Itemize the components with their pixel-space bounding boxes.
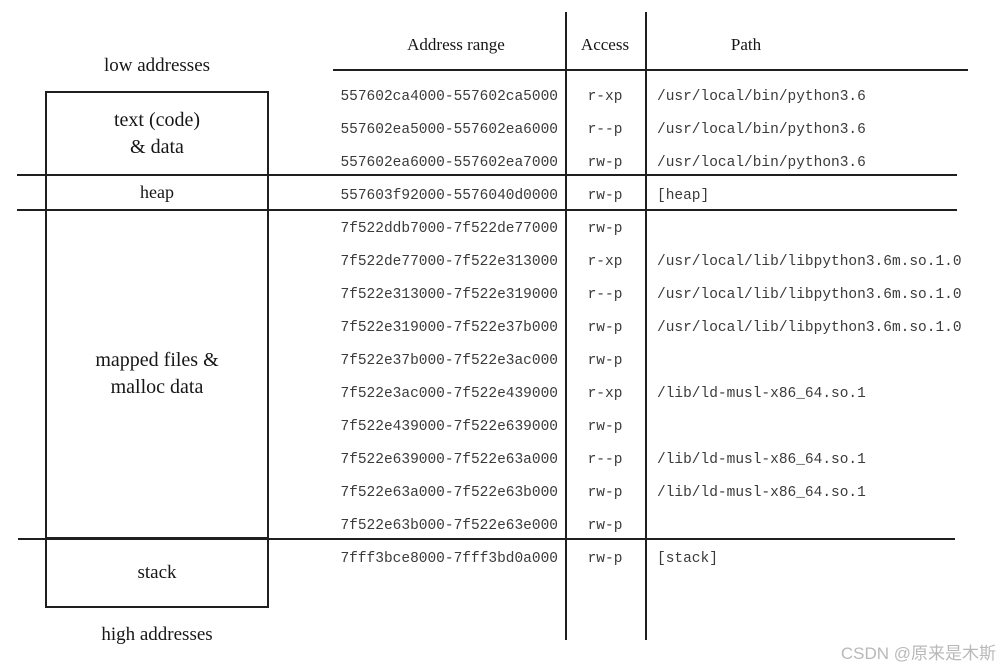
address-range-cell: 7f522e37b000-7f522e3ac000 bbox=[340, 352, 558, 369]
address-range-cell: 7f522e639000-7f522e63a000 bbox=[340, 451, 558, 468]
heap-top-separator-line bbox=[17, 174, 957, 176]
path-cell: /usr/local/lib/libpython3.6m.so.1.0 bbox=[657, 253, 962, 270]
stack-top-separator-line bbox=[18, 538, 955, 540]
mapped-region-line2: malloc data bbox=[110, 376, 204, 398]
address-range-cell: 7fff3bce8000-7fff3bd0a000 bbox=[340, 550, 558, 567]
path-cell: /lib/ld-musl-x86_64.so.1 bbox=[657, 484, 866, 501]
address-range-cell: 557602ea5000-557602ea6000 bbox=[340, 121, 558, 138]
access-cell: rw-p bbox=[587, 154, 623, 171]
path-cell: /lib/ld-musl-x86_64.so.1 bbox=[657, 451, 866, 468]
table-row: 7f522e313000-7f522e319000 r--p/usr/local/… bbox=[333, 278, 968, 311]
heap-box: heap bbox=[45, 175, 269, 210]
text-region-line2: & data bbox=[130, 135, 184, 158]
header-underline bbox=[333, 69, 968, 71]
access-cell: r--p bbox=[587, 286, 623, 303]
text-code-data-label: text (code) & data bbox=[114, 107, 200, 161]
mapped-files-malloc-label: mapped files & malloc data bbox=[95, 347, 218, 401]
address-range-cell: 7f522e3ac000-7f522e439000 bbox=[340, 385, 558, 402]
stack-box: stack bbox=[45, 538, 269, 608]
access-cell: rw-p bbox=[587, 220, 623, 237]
column-divider-address-access bbox=[565, 12, 567, 640]
address-range-cell: 557603f92000-5576040d0000 bbox=[340, 187, 558, 204]
table-row: 7f522e3ac000-7f522e439000 r-xp/lib/ld-mus… bbox=[333, 377, 968, 410]
address-range-cell: 7f522de77000-7f522e313000 bbox=[340, 253, 558, 270]
table-row: 7fff3bce8000-7fff3bd0a000 rw-p [stack] bbox=[333, 542, 968, 575]
path-cell: [heap] bbox=[657, 187, 710, 204]
high-addresses-label: high addresses bbox=[101, 624, 213, 645]
path-cell: /usr/local/lib/libpython3.6m.so.1.0 bbox=[657, 286, 962, 303]
address-range-cell: 7f522e439000-7f522e639000 bbox=[340, 418, 558, 435]
access-cell: rw-p bbox=[587, 484, 623, 501]
table-row: 557603f92000-5576040d0000 rw-p [heap] bbox=[333, 179, 968, 212]
access-cell: rw-p bbox=[587, 517, 623, 534]
access-cell: rw-p bbox=[587, 418, 623, 435]
text-code-data-box: text (code) & data bbox=[45, 91, 269, 176]
table-row: 7f522ddb7000-7f522de77000 rw-p bbox=[333, 212, 968, 245]
column-header-path: Path bbox=[730, 35, 762, 54]
table-row: 7f522de77000-7f522e313000 r-xp/usr/local/… bbox=[333, 245, 968, 278]
table-row: 7f522e639000-7f522e63a000 r--p/lib/ld-mus… bbox=[333, 443, 968, 476]
column-header-access: Access bbox=[580, 35, 630, 54]
access-cell: r-xp bbox=[587, 385, 623, 402]
path-cell: /usr/local/bin/python3.6 bbox=[657, 154, 866, 171]
mapped-region-line1: mapped files & bbox=[95, 349, 219, 371]
address-range-cell: 7f522e319000-7f522e37b000 bbox=[340, 319, 558, 336]
table-row: 557602ea5000-557602ea6000 r--p/usr/local/… bbox=[333, 113, 968, 146]
table-row: 557602ca4000-557602ca5000 r-xp/usr/local/… bbox=[333, 80, 968, 113]
address-range-cell: 557602ca4000-557602ca5000 bbox=[340, 88, 558, 105]
table-rows: 557602ca4000-557602ca5000 r-xp/usr/local/… bbox=[333, 80, 968, 575]
table-row: 7f522e63b000-7f522e63e000 rw-p bbox=[333, 509, 968, 542]
heap-label: heap bbox=[140, 182, 174, 203]
access-cell: r-xp bbox=[587, 88, 623, 105]
access-cell: rw-p bbox=[587, 319, 623, 336]
column-divider-access-path bbox=[645, 12, 647, 640]
address-range-cell: 7f522ddb7000-7f522de77000 bbox=[340, 220, 558, 237]
table-row: 7f522e37b000-7f522e3ac000 rw-p bbox=[333, 344, 968, 377]
access-cell: r-xp bbox=[587, 253, 623, 270]
access-cell: r--p bbox=[587, 451, 623, 468]
mapped-files-malloc-box: mapped files & malloc data bbox=[45, 209, 269, 539]
table-row: 7f522e439000-7f522e639000 rw-p bbox=[333, 410, 968, 443]
column-header-address-range: Address range bbox=[407, 35, 505, 54]
table-row: 7f522e319000-7f522e37b000 rw-p/usr/local/… bbox=[333, 311, 968, 344]
path-cell: /usr/local/lib/libpython3.6m.so.1.0 bbox=[657, 319, 962, 336]
access-cell: r--p bbox=[587, 121, 623, 138]
address-range-cell: 7f522e313000-7f522e319000 bbox=[340, 286, 558, 303]
low-addresses-label: low addresses bbox=[103, 55, 211, 76]
path-cell: /lib/ld-musl-x86_64.so.1 bbox=[657, 385, 866, 402]
heap-bottom-separator-line bbox=[17, 209, 957, 211]
path-cell: [stack] bbox=[657, 550, 718, 567]
address-range-cell: 7f522e63a000-7f522e63b000 bbox=[340, 484, 558, 501]
path-cell: /usr/local/bin/python3.6 bbox=[657, 121, 866, 138]
table-row: 557602ea6000-557602ea7000 rw-p/usr/local/… bbox=[333, 146, 968, 179]
path-cell: /usr/local/bin/python3.6 bbox=[657, 88, 866, 105]
access-cell: rw-p bbox=[587, 352, 623, 369]
access-cell: rw-p bbox=[587, 187, 623, 204]
address-range-cell: 557602ea6000-557602ea7000 bbox=[340, 154, 558, 171]
text-region-line1: text (code) bbox=[113, 108, 201, 131]
table-row: 7f522e63a000-7f522e63b000 rw-p/lib/ld-mus… bbox=[333, 476, 968, 509]
address-range-cell: 7f522e63b000-7f522e63e000 bbox=[340, 517, 558, 534]
watermark: CSDN @原来是木斯 bbox=[840, 644, 996, 663]
stack-label: stack bbox=[137, 562, 177, 584]
access-cell: rw-p bbox=[587, 550, 623, 567]
